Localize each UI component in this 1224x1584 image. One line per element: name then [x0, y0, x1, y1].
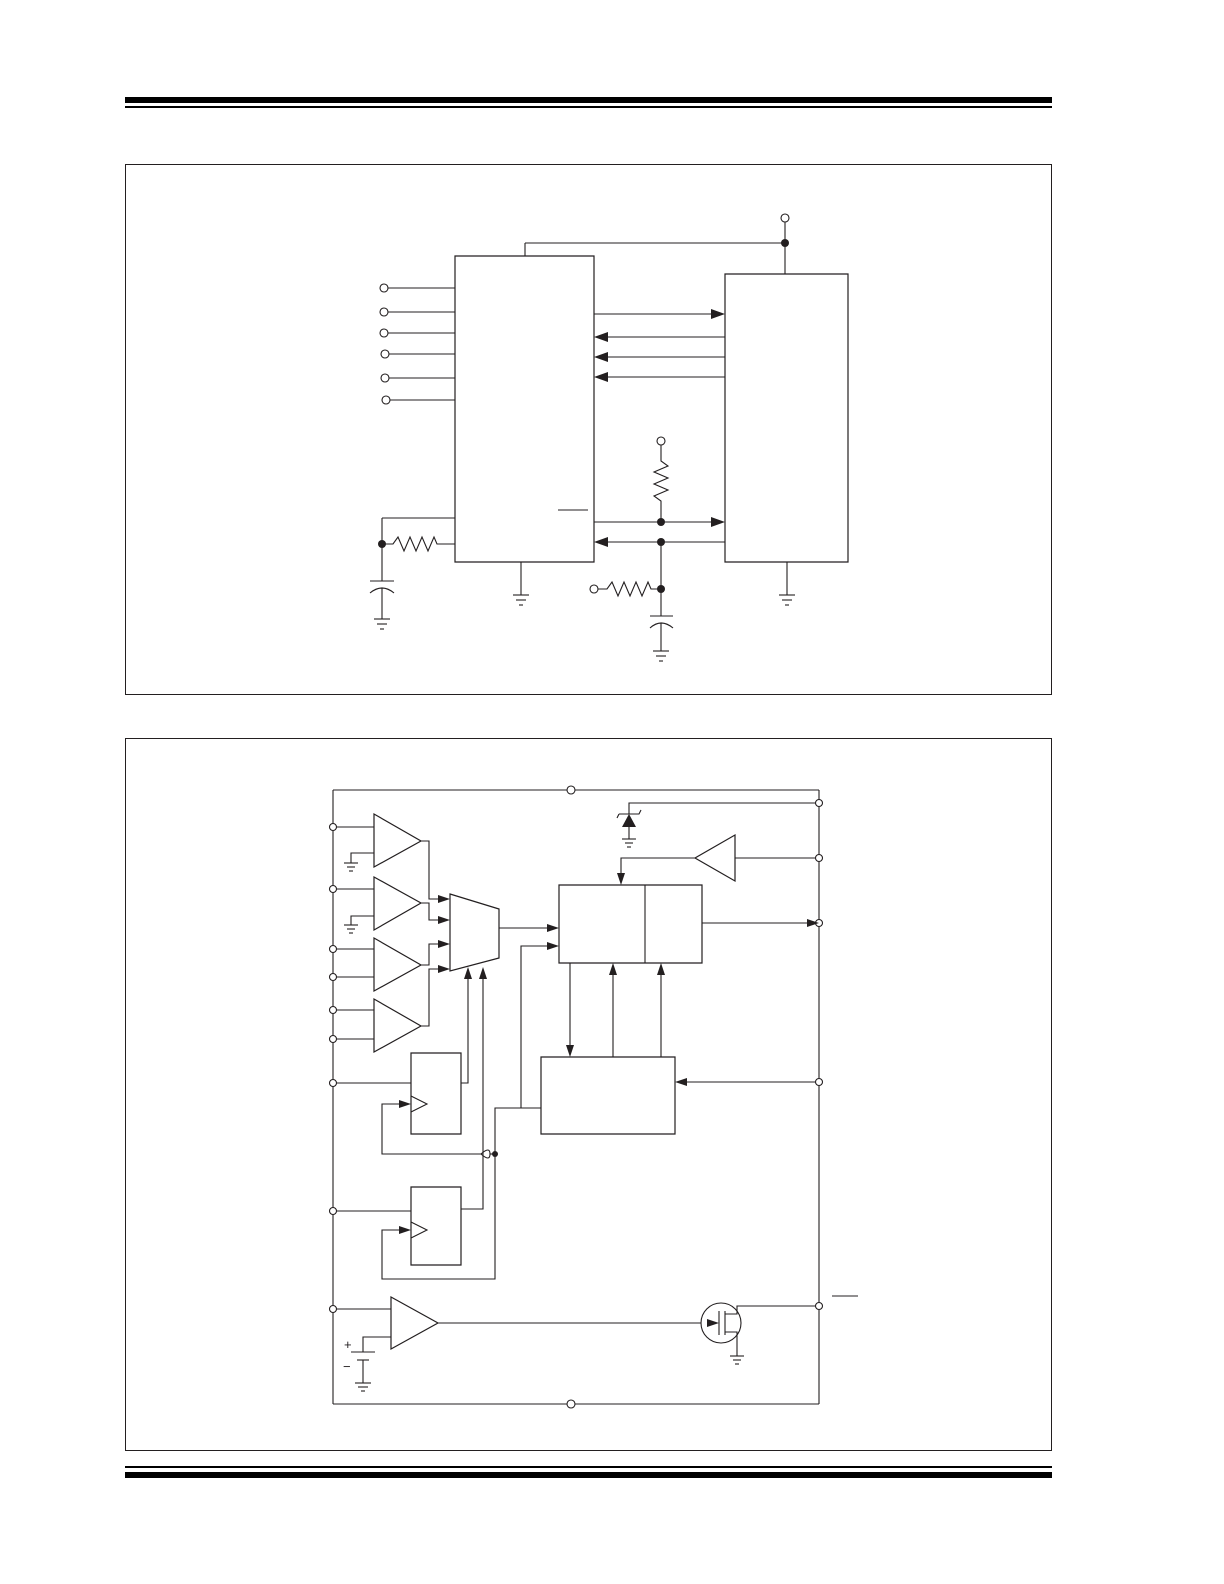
pin-r2 [816, 855, 823, 862]
pullup-junction-dot [657, 518, 665, 526]
pin-l4 [330, 974, 337, 981]
pullup-resistor [654, 437, 668, 526]
input-terminal-1 [380, 284, 388, 292]
arrow-right-1 [711, 309, 725, 319]
header-rule-thin [125, 106, 1052, 108]
reset-junction-dot [657, 538, 665, 546]
multiplexer [421, 841, 559, 1026]
output-transistor [701, 1303, 741, 1343]
pin-l1 [330, 824, 337, 831]
battery-plus-label: + [344, 1337, 352, 1352]
pin-l2 [330, 886, 337, 893]
input-terminal-2 [380, 308, 388, 316]
bottom-pin [567, 1400, 575, 1408]
input-terminal-3 [380, 329, 388, 337]
ic-block-left [455, 256, 594, 562]
input-amplifier-3 [337, 938, 421, 991]
reset-resistor-terminal [590, 585, 598, 593]
rc-junction-dot [657, 585, 665, 593]
pullup-terminal [657, 437, 665, 445]
reference-zener [617, 803, 815, 847]
arrow-left-1 [594, 332, 608, 342]
supply-junction-dot [781, 239, 789, 247]
figure-2-block-diagram: + − [125, 738, 1052, 1451]
figure-2-block-drawing: + − [126, 739, 1053, 1452]
arrow-right-2 [711, 517, 725, 527]
interface-bus [558, 309, 725, 547]
pin-l8 [330, 1208, 337, 1215]
figure-1-schematic-drawing [126, 165, 1053, 696]
control-logic-block [521, 942, 815, 1134]
pin-l9 [330, 1306, 337, 1313]
clock-junction-dot [492, 1151, 498, 1157]
header-rule-thick [125, 97, 1052, 103]
input-terminal-6 [382, 396, 390, 404]
input-terminal-5 [381, 374, 389, 382]
arrow-left-3 [594, 372, 608, 382]
arrow-left-4 [594, 537, 608, 547]
pin-l7 [330, 1080, 337, 1087]
input-pins [380, 284, 455, 404]
pin-l3 [330, 946, 337, 953]
pin-l5 [330, 1007, 337, 1014]
latch-block-1 [337, 967, 490, 1158]
pin-r4 [816, 1079, 823, 1086]
pin-r5 [816, 1303, 823, 1310]
left-pins [330, 824, 337, 1313]
figure-1-application-schematic [125, 164, 1052, 695]
input-amplifier-1 [337, 814, 421, 871]
input-amplifier-4 [337, 999, 421, 1052]
arrow-left-2 [594, 352, 608, 362]
left-ic-ground [513, 562, 529, 605]
input-buffer [617, 835, 815, 885]
top-pin [567, 786, 575, 794]
ic-block-right [725, 274, 848, 562]
supply-terminal [781, 214, 789, 222]
comparator-output-stage: + − [337, 1297, 815, 1391]
battery-minus-label: − [343, 1359, 351, 1374]
right-ic-ground [779, 562, 795, 605]
input-terminal-4 [381, 350, 389, 358]
oscillator-rc-network [370, 518, 455, 629]
converter-register-block [559, 885, 819, 963]
input-amplifier-2 [337, 877, 421, 933]
supply-rail [525, 214, 789, 274]
pin-l6 [330, 1036, 337, 1043]
footer-rule-thick [125, 1472, 1052, 1478]
footer-rule-thin [125, 1466, 1052, 1468]
reset-rc-network [590, 538, 673, 661]
right-pins [816, 800, 859, 1310]
pin-r1 [816, 800, 823, 807]
latch-block-2 [337, 967, 521, 1279]
